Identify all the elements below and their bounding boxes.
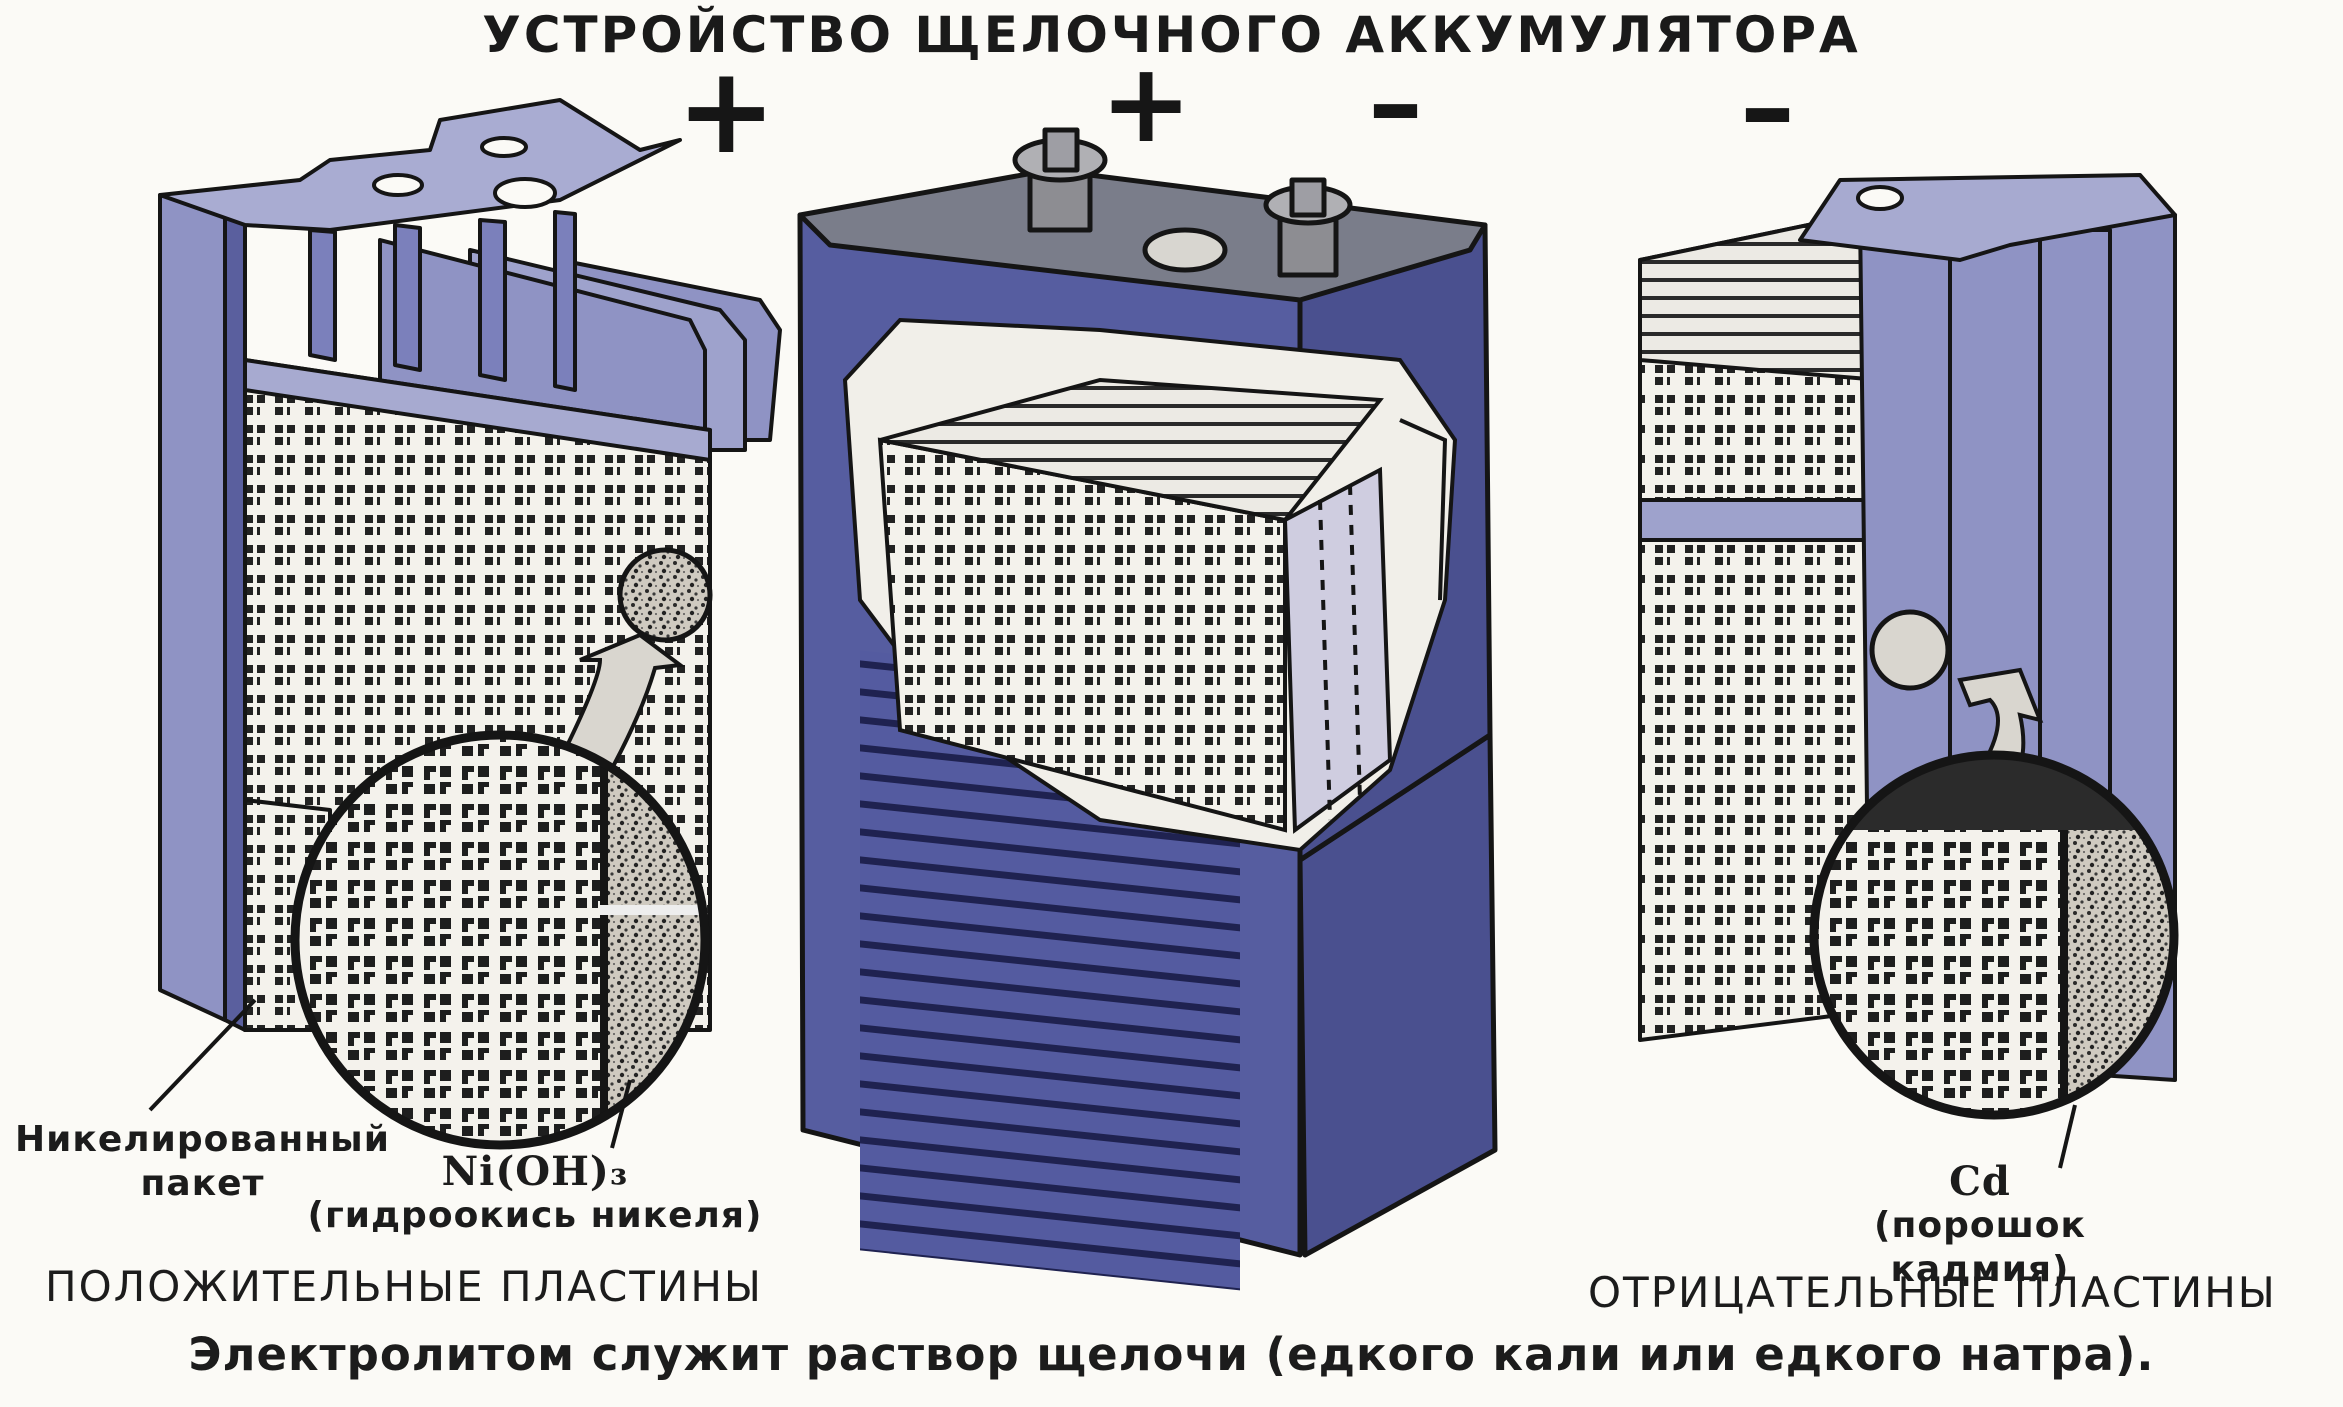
nickel-package-line1: Никелированный	[15, 1119, 390, 1160]
battery-cutaway	[842, 317, 1458, 853]
plus-sign-center: +	[1100, 39, 1193, 167]
positive-detail-marker	[617, 547, 713, 643]
diagram-title: УСТРОЙСТВО ЩЕЛОЧНОГО АККУМУЛЯТОРА	[482, 6, 1861, 64]
nickel-hydroxide-formula: Ni(OH)₃	[441, 1148, 629, 1195]
positive-material-label: Ni(OH)₃ (гидроокись никеля)	[295, 1150, 775, 1238]
positive-plates-caption: ПОЛОЖИТЕЛЬНЫЕ ПЛАСТИНЫ	[45, 1262, 763, 1311]
positive-zoom-lens	[290, 730, 710, 1150]
leader-lines	[148, 998, 2077, 1169]
cadmium-name: (порошок кадмия)	[1874, 1205, 2086, 1290]
nickel-package-line2: пакет	[140, 1163, 265, 1204]
negative-plates-caption: ОТРИЦАТЕЛЬНЫЕ ПЛАСТИНЫ	[1588, 1268, 2277, 1317]
minus-sign-center: –	[1368, 39, 1423, 167]
plus-sign-left: +	[676, 42, 777, 181]
negative-material-label: Cd (порошок кадмия)	[1780, 1160, 2180, 1292]
negative-detail-marker	[1869, 609, 1951, 691]
minus-sign-right: –	[1740, 43, 1795, 171]
cadmium-formula: Cd	[1949, 1158, 2011, 1205]
electrolyte-footnote: Электролитом служит раствор щелочи (едко…	[188, 1328, 2155, 1381]
nickel-hydroxide-name: (гидроокись никеля)	[307, 1195, 763, 1236]
nickel-package-label: Никелированный пакет	[10, 1118, 395, 1206]
